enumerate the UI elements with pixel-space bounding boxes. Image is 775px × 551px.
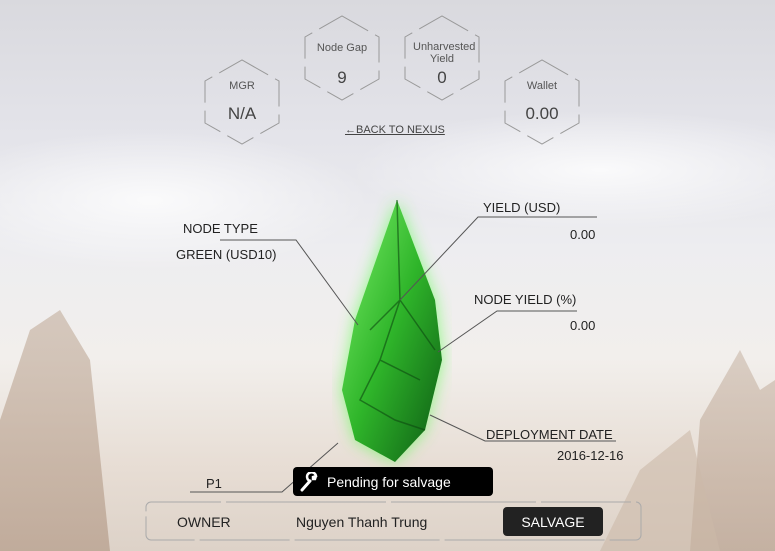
node-yield-value: 0.00: [570, 318, 596, 333]
stat-label: Node Gap: [316, 42, 368, 54]
status-text: Pending for salvage: [327, 473, 451, 490]
owner-name: Nguyen Thanh Trung: [296, 514, 428, 530]
status-badge: Pending for salvage: [293, 467, 493, 496]
stat-label: Wallet: [526, 80, 558, 92]
stat-label: Unharvested Yield: [413, 41, 476, 65]
wrench-icon: [299, 471, 321, 492]
stat-unharvested-yield: Unharvested Yield 0: [403, 14, 481, 102]
stat-value: 0.00: [525, 104, 559, 123]
stat-label: MGR: [229, 80, 255, 92]
stat-node-gap: Node Gap 9: [303, 14, 381, 102]
node-type-label: NODE TYPE: [183, 221, 258, 236]
node-position: P1: [206, 476, 222, 491]
back-to-nexus-link[interactable]: ←BACK TO NEXUS: [345, 124, 445, 136]
stat-mgr: MGR N/A: [203, 58, 281, 146]
stat-value: 0: [437, 68, 447, 87]
node-type-value: GREEN (USD10): [176, 247, 277, 262]
deployment-date-label: DEPLOYMENT DATE: [486, 427, 613, 442]
node-yield-label: NODE YIELD (%): [474, 292, 577, 307]
deployment-date-value: 2016-12-16: [557, 448, 624, 463]
yield-label: YIELD (USD): [483, 200, 561, 215]
stat-value: 9: [337, 68, 347, 87]
stat-value: N/A: [227, 104, 257, 123]
salvage-button[interactable]: SALVAGE: [503, 507, 603, 536]
owner-bar: OWNER Nguyen Thanh Trung: [145, 501, 642, 541]
yield-value: 0.00: [570, 227, 596, 242]
leader-lines: [190, 216, 616, 493]
owner-label: OWNER: [177, 514, 231, 530]
stat-wallet: Wallet 0.00: [503, 58, 581, 146]
crystal-image: [342, 200, 442, 462]
